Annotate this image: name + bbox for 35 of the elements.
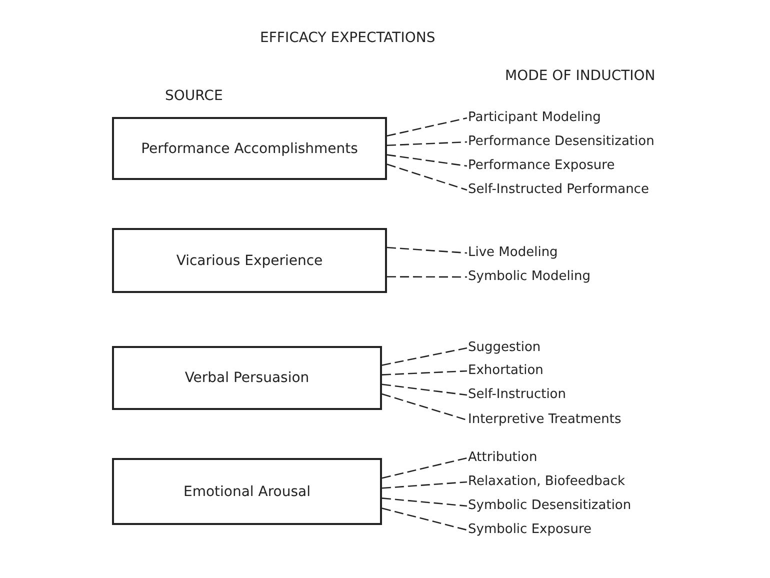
dashed-connector [386, 154, 468, 167]
mode-label: Performance Exposure [468, 157, 615, 175]
source-box: Verbal Persuasion [112, 346, 382, 410]
mode-label: Self-Instructed Performance [468, 181, 649, 199]
dashed-connector [382, 508, 468, 531]
mode-label: Symbolic Modeling [468, 268, 590, 286]
dashed-connector [382, 393, 468, 421]
mode-label: Attribution [468, 449, 538, 467]
mode-label: Relaxation, Biofeedback [468, 473, 626, 491]
dashed-connector [382, 498, 468, 507]
mode-label: Suggestion [468, 339, 541, 357]
mode-label: Symbolic Exposure [468, 521, 592, 539]
dashed-connector [382, 384, 468, 396]
dashed-connector [386, 246, 468, 254]
dashed-connector [386, 141, 468, 146]
mode-label: Self-Instruction [468, 386, 566, 404]
source-box: Emotional Arousal [112, 458, 382, 525]
mode-label: Live Modeling [468, 244, 558, 262]
mode-label: Performance Desensitization [468, 133, 654, 151]
dashed-connector [387, 276, 467, 278]
diagram-title: EFFICACY EXPECTATIONS [260, 30, 436, 46]
dashed-connector [382, 457, 468, 479]
mode-label: Exhortation [468, 362, 544, 380]
dashed-connector [382, 347, 468, 366]
dashed-connector [382, 370, 468, 376]
mode-label: Symbolic Desensitization [468, 497, 632, 515]
mode-label: Participant Modeling [468, 109, 601, 127]
dashed-connector [386, 117, 468, 137]
column-heading: MODE OF INDUCTION [505, 68, 656, 84]
dashed-connector [382, 481, 468, 489]
source-box: Vicarious Experience [112, 228, 387, 293]
column-heading: SOURCE [165, 88, 223, 104]
dashed-connector [386, 164, 468, 191]
mode-label: Interpretive Treatments [468, 411, 622, 429]
source-box: Performance Accomplishments [112, 117, 387, 180]
